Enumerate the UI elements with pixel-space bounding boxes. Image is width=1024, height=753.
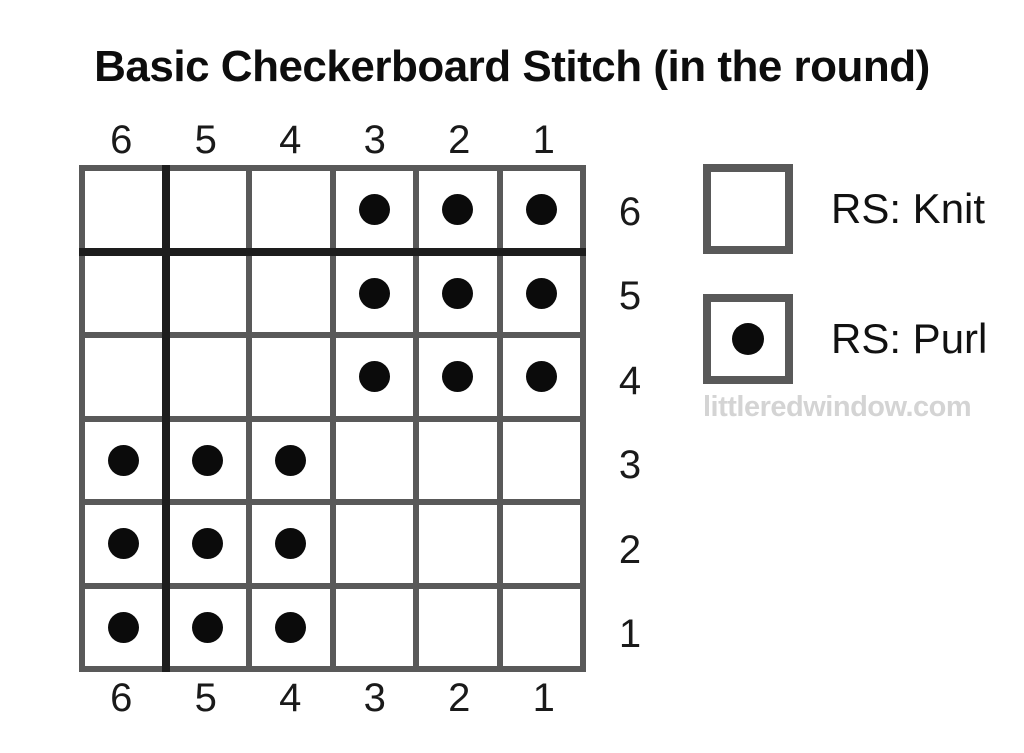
stitch-cell <box>85 588 163 666</box>
stitch-cell <box>335 254 413 332</box>
stitch-cell <box>252 171 330 249</box>
purl-dot-icon <box>358 277 390 309</box>
row-label: 4 <box>618 358 642 403</box>
stitch-cell <box>168 338 246 416</box>
column-label: 5 <box>194 118 217 162</box>
stitch-cell <box>502 171 580 249</box>
legend-label-knit: RS: Knit <box>831 185 986 232</box>
purl-dot-icon <box>525 361 557 393</box>
stitch-grid <box>79 165 586 672</box>
stitch-cell <box>419 171 497 249</box>
stitch-cell <box>419 254 497 332</box>
purl-dot-icon <box>358 194 390 226</box>
column-label: 4 <box>279 676 302 720</box>
purl-dot-icon <box>108 444 140 476</box>
purl-dot-icon <box>108 528 140 560</box>
column-label: 4 <box>279 118 302 162</box>
column-label: 6 <box>110 676 133 720</box>
stitch-cell <box>168 505 246 583</box>
row-labels-right: 6 5 4 3 2 1 <box>588 170 672 677</box>
stitch-cell <box>335 588 413 666</box>
purl-square-symbol <box>703 294 793 384</box>
stitch-cell <box>502 505 580 583</box>
stitch-cell <box>85 505 163 583</box>
stitch-cell <box>85 421 163 499</box>
stitch-cell <box>168 171 246 249</box>
column-label: 6 <box>110 118 133 162</box>
purl-dot-icon <box>442 361 474 393</box>
row-label: 5 <box>618 274 642 319</box>
repeat-line-vertical <box>162 165 170 672</box>
legend-label-purl: RS: Purl <box>831 315 988 362</box>
row-label: 2 <box>618 527 642 572</box>
purl-dot-icon <box>191 444 223 476</box>
purl-dot-icon <box>732 323 764 355</box>
stitch-cell <box>335 505 413 583</box>
stitch-cell <box>85 338 163 416</box>
column-label: 3 <box>363 118 386 162</box>
stitch-cell <box>419 588 497 666</box>
stitch-cell <box>168 588 246 666</box>
purl-dot-icon <box>442 194 474 226</box>
stitch-cell <box>335 338 413 416</box>
stitch-cell <box>419 338 497 416</box>
column-label: 3 <box>363 676 386 720</box>
column-label: 2 <box>448 118 471 162</box>
purl-dot-icon <box>442 277 474 309</box>
stitch-cell <box>502 254 580 332</box>
row-label: 6 <box>618 189 642 234</box>
stitch-cell <box>252 338 330 416</box>
stitch-cell <box>419 421 497 499</box>
column-label: 1 <box>532 676 555 720</box>
purl-dot-icon <box>358 361 390 393</box>
purl-dot-icon <box>275 444 307 476</box>
stitch-cell <box>252 254 330 332</box>
stitch-cell <box>252 421 330 499</box>
purl-dot-icon <box>525 277 557 309</box>
stitch-cell <box>168 421 246 499</box>
purl-dot-icon <box>191 611 223 643</box>
stitch-cell <box>502 338 580 416</box>
stitch-cell <box>252 505 330 583</box>
repeat-line-horizontal <box>79 248 586 256</box>
column-label: 1 <box>532 118 555 162</box>
page-title: Basic Checkerboard Stitch (in the round) <box>94 42 930 91</box>
column-labels-top: 6 5 4 3 2 1 <box>79 118 586 162</box>
stitch-cell <box>419 505 497 583</box>
stitch-grid-cells <box>79 165 586 672</box>
stitch-cell <box>502 421 580 499</box>
stitch-cell <box>85 171 163 249</box>
column-label: 2 <box>448 676 471 720</box>
stitch-cell <box>335 421 413 499</box>
row-label: 3 <box>618 443 642 488</box>
purl-dot-icon <box>525 194 557 226</box>
purl-dot-icon <box>275 528 307 560</box>
stitch-cell <box>335 171 413 249</box>
column-label: 5 <box>194 676 217 720</box>
stitch-cell <box>85 254 163 332</box>
stitch-cell <box>502 588 580 666</box>
watermark: littleredwindow.com <box>703 391 972 423</box>
row-label: 1 <box>618 612 642 657</box>
column-labels-bottom: 6 5 4 3 2 1 <box>79 676 586 720</box>
purl-dot-icon <box>108 611 140 643</box>
purl-dot-icon <box>275 611 307 643</box>
knit-square-symbol <box>703 164 793 254</box>
stitch-cell <box>168 254 246 332</box>
stitch-cell <box>252 588 330 666</box>
purl-dot-icon <box>191 528 223 560</box>
